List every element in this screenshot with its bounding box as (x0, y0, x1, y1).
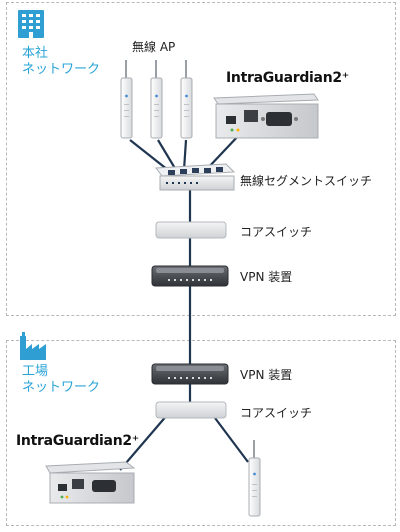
wireless-segment-switch-label: 無線セグメントスイッチ (240, 174, 373, 188)
cable-hq-guardian (205, 133, 241, 171)
hq-vpn-device (151, 265, 229, 287)
factory-icon (20, 332, 46, 360)
wireless-ap-3 (180, 60, 193, 139)
factory-core-switch (155, 401, 227, 419)
wireless-ap-2 (150, 60, 163, 139)
cable-factory-guardian (119, 413, 169, 471)
factory-guardian-label: IntraGuardian2⁺ (16, 433, 139, 449)
hq-network-zone (6, 2, 396, 316)
cable-ap2 (157, 139, 177, 171)
factory-zone-label: 工場 ネットワーク (22, 364, 100, 396)
hq-label-line1: 本社 (22, 46, 49, 61)
office-building-icon (18, 10, 44, 38)
wireless-ap-label: 無線 AP (132, 40, 176, 54)
factory-vpn-device (151, 363, 229, 385)
factory-vpn-label: VPN 装置 (240, 368, 293, 382)
factory-core-switch-label: コアスイッチ (240, 406, 313, 420)
factory-network-zone (6, 340, 396, 526)
wireless-ap-1 (120, 60, 133, 139)
hq-core-switch (155, 221, 227, 239)
hq-core-switch-label: コアスイッチ (240, 225, 313, 239)
hq-guardian-label: IntraGuardian2⁺ (226, 70, 349, 86)
hq-zone-label: 本社 ネットワーク (22, 46, 100, 78)
cable-ap1 (129, 139, 169, 171)
hq-label-line2: ネットワーク (22, 62, 101, 77)
factory-wireless-ap (248, 440, 261, 517)
hq-intraguardian-device (213, 93, 319, 139)
hq-vpn-label: VPN 装置 (240, 270, 293, 284)
factory-label-line1: 工場 (22, 364, 49, 379)
cable-ap3 (182, 139, 188, 171)
wireless-segment-switch (155, 163, 236, 191)
cable-factory-ap (211, 413, 249, 463)
factory-label-line2: ネットワーク (22, 380, 101, 395)
factory-intraguardian-device (45, 461, 136, 504)
